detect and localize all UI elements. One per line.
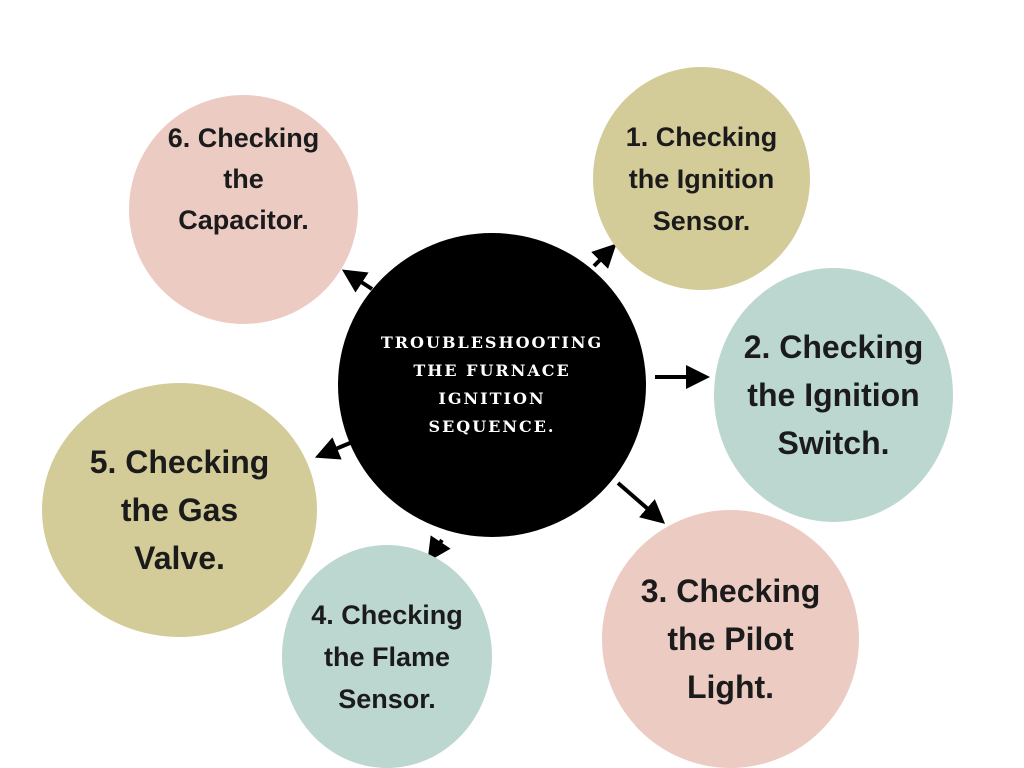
step-5-circle: 5. Checking the Gas Valve.: [42, 383, 317, 637]
step-5-label: 5. Checking the Gas Valve.: [89, 444, 270, 576]
arrow-to-step-5: [314, 437, 351, 460]
step-3-circle: 3. Checking the Pilot Light.: [602, 510, 859, 768]
center-circle: TROUBLESHOOTING THE FURNACE IGNITION SEQ…: [338, 233, 646, 537]
step-2-label: 2. Checking the Ignition Switch.: [743, 329, 924, 461]
arrow-to-step-6: [341, 269, 374, 293]
step-2-circle: 2. Checking the Ignition Switch.: [714, 268, 953, 522]
step-6-label: 6. Checking the Capacitor.: [167, 123, 320, 235]
step-1-circle: 1. Checking the Ignition Sensor.: [593, 67, 810, 290]
step-1-label: 1. Checking the Ignition Sensor.: [625, 121, 778, 236]
step-6-circle: 6. Checking the Capacitor.: [129, 95, 358, 324]
step-4-label: 4. Checking the Flame Sensor.: [311, 599, 463, 714]
step-4-circle: 4. Checking the Flame Sensor.: [282, 545, 492, 768]
step-3-label: 3. Checking the Pilot Light.: [640, 573, 821, 705]
arrow-to-step-4: [427, 535, 451, 562]
arrow-to-step-3: [616, 481, 666, 524]
center-title: TROUBLESHOOTING THE FURNACE IGNITION SEQ…: [380, 333, 604, 436]
arrow-to-step-1: [591, 243, 617, 269]
